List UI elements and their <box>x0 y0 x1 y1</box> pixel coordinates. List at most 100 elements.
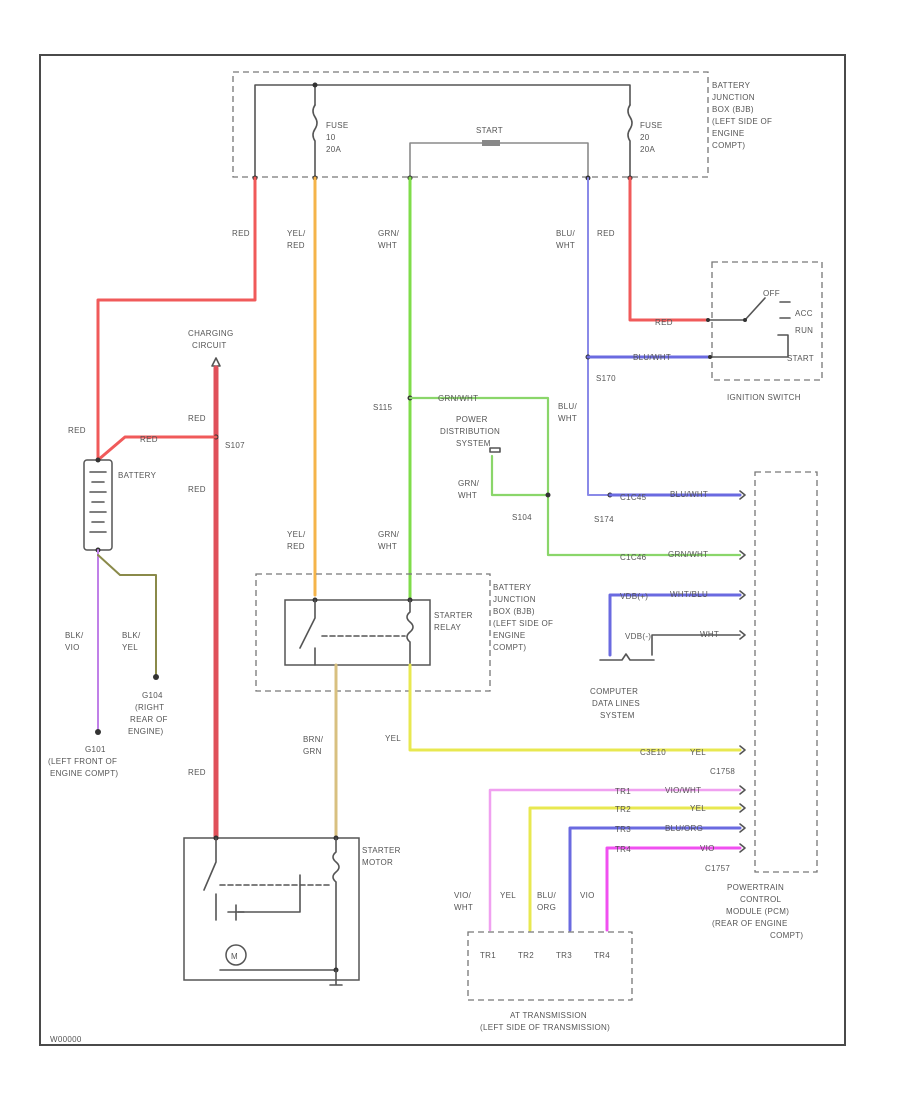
start-link-wire <box>409 142 589 179</box>
starter-motor-box <box>183 837 360 981</box>
diagram-code: W00000 <box>50 1035 82 1044</box>
tr2-pin: TR2 <box>518 951 534 960</box>
svg-text:BLU/WHT: BLU/WHT <box>633 353 671 362</box>
svg-text:BLK/: BLK/ <box>122 631 141 640</box>
svg-text:BOX (BJB): BOX (BJB) <box>712 105 754 114</box>
svg-text:20A: 20A <box>326 145 341 154</box>
svg-text:COMPT): COMPT) <box>493 643 526 652</box>
svg-text:(LEFT SIDE OF TRANSMISSION): (LEFT SIDE OF TRANSMISSION) <box>480 1023 610 1032</box>
svg-text:WHT: WHT <box>700 630 719 639</box>
svg-text:(LEFT SIDE OF: (LEFT SIDE OF <box>712 117 772 126</box>
svg-text:20A: 20A <box>640 145 655 154</box>
svg-text:C1C46: C1C46 <box>620 553 647 562</box>
svg-text:VDB(-): VDB(-) <box>625 632 651 641</box>
svg-text:RED: RED <box>188 414 206 423</box>
svg-text:BLU/WHT: BLU/WHT <box>670 490 708 499</box>
ign-acc-label: ACC <box>795 309 813 318</box>
svg-text:GRN/: GRN/ <box>378 530 400 539</box>
transmission-box <box>467 931 633 1001</box>
wire-red-1-label: RED <box>232 229 250 238</box>
starter-motor-label: STARTER <box>362 846 401 855</box>
bjb-top-label: BATTERY <box>712 81 751 90</box>
splice-s104: S104 <box>512 513 532 522</box>
charging-circuit-label: CHARGING <box>188 329 234 338</box>
svg-text:YEL: YEL <box>690 804 706 813</box>
wire-yel-pcm <box>408 663 742 752</box>
svg-text:MODULE (PCM): MODULE (PCM) <box>726 907 789 916</box>
svg-text:MOTOR: MOTOR <box>362 858 393 867</box>
svg-text:ENGINE: ENGINE <box>712 129 744 138</box>
wire-red-bjb-battery <box>96 176 257 462</box>
svg-text:COMPT): COMPT) <box>770 931 803 940</box>
pcm-label: POWERTRAIN <box>727 883 784 892</box>
ignition-switch-contacts <box>707 297 766 321</box>
svg-text:BLU/ORG: BLU/ORG <box>665 824 703 833</box>
wire-red-ignition <box>628 176 710 322</box>
svg-text:C1C45: C1C45 <box>620 493 647 502</box>
bjb-top-box <box>232 71 709 178</box>
ground-g101 <box>95 729 101 735</box>
starter-relay-box <box>284 599 431 666</box>
wire-yel-red-label: YEL/ <box>287 229 306 238</box>
svg-text:ORG: ORG <box>537 903 556 912</box>
starter-relay-label: STARTER <box>434 611 473 620</box>
transmission-label: AT TRANSMISSION <box>510 1011 587 1020</box>
wire-wht-vdb2 <box>651 634 741 656</box>
fuse-right-symbol <box>627 104 633 179</box>
connector-c1757: C1757 <box>705 864 730 873</box>
svg-text:RED: RED <box>597 229 615 238</box>
splice-s107: S107 <box>225 441 245 450</box>
svg-text:C3E10: C3E10 <box>640 748 666 757</box>
pcm-box <box>754 471 818 873</box>
splice-s170: S170 <box>596 374 616 383</box>
ign-start-label: START <box>787 354 814 363</box>
svg-text:WHT: WHT <box>458 491 477 500</box>
svg-text:COMPT): COMPT) <box>712 141 745 150</box>
svg-text:(LEFT FRONT OF: (LEFT FRONT OF <box>48 757 117 766</box>
wire-blu-wht <box>587 177 611 496</box>
svg-text:RED: RED <box>68 426 86 435</box>
svg-text:G101: G101 <box>85 745 106 754</box>
wire-vio-tr4 <box>605 846 742 932</box>
svg-text:YEL: YEL <box>690 748 706 757</box>
svg-text:VIO/: VIO/ <box>454 891 472 900</box>
svg-text:M: M <box>231 952 238 961</box>
svg-text:RED: RED <box>287 542 305 551</box>
svg-text:VIO: VIO <box>65 643 80 652</box>
svg-text:10: 10 <box>326 133 336 142</box>
svg-text:RED: RED <box>287 241 305 250</box>
svg-text:SYSTEM: SYSTEM <box>456 439 491 448</box>
svg-text:GRN/WHT: GRN/WHT <box>438 394 478 403</box>
svg-text:RED: RED <box>188 768 206 777</box>
svg-text:DATA LINES: DATA LINES <box>592 699 640 708</box>
ground-g104 <box>153 674 159 680</box>
svg-text:RED: RED <box>188 485 206 494</box>
svg-text:YEL: YEL <box>122 643 138 652</box>
fuse-left-symbol <box>312 104 318 179</box>
starter-solenoid <box>203 837 245 921</box>
svg-text:GRN/: GRN/ <box>458 479 480 488</box>
wire-grn-wht-pd <box>408 396 742 557</box>
svg-text:G104: G104 <box>142 691 163 700</box>
svg-text:(REAR OF ENGINE: (REAR OF ENGINE <box>712 919 788 928</box>
bjb-bus-bar <box>254 84 631 179</box>
wire-wht-blu-vdb <box>608 593 742 657</box>
svg-text:REAR OF: REAR OF <box>130 715 168 724</box>
motor-symbol <box>225 944 247 966</box>
ign-run-label: RUN <box>795 326 813 335</box>
svg-text:WHT: WHT <box>378 542 397 551</box>
wire-yel-tr2 <box>528 806 742 932</box>
svg-text:VIO/WHT: VIO/WHT <box>665 786 701 795</box>
svg-text:RED: RED <box>140 435 158 444</box>
svg-text:(RIGHT: (RIGHT <box>135 703 164 712</box>
svg-text:CIRCUIT: CIRCUIT <box>192 341 227 350</box>
svg-text:(LEFT SIDE OF: (LEFT SIDE OF <box>493 619 553 628</box>
svg-text:SYSTEM: SYSTEM <box>600 711 635 720</box>
computer-data-lines-label: COMPUTER <box>590 687 638 696</box>
bjb-mid-label: BATTERY <box>493 583 532 592</box>
svg-text:WHT: WHT <box>378 241 397 250</box>
start-link-label: START <box>476 126 503 135</box>
ign-off-label: OFF <box>763 289 780 298</box>
svg-text:WHT/BLU: WHT/BLU <box>670 590 708 599</box>
